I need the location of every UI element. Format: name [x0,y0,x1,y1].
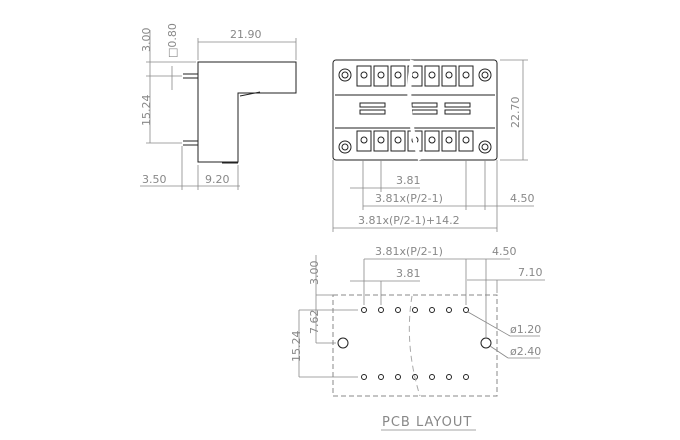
pcb-hole [378,307,384,313]
pcb-hole [361,374,367,380]
terminal-slot [390,65,406,87]
terminal-screw [462,71,470,79]
terminal-slot [458,130,474,152]
terminal-slot [458,65,474,87]
terminal-screw [394,136,402,144]
pcb-hole [412,307,418,313]
front-view: 22.70 3.81 3.81x(P/2-1) 4.50 3.81x(P/2-1… [332,59,535,232]
pcb-dim-3-00: 3.00 [308,261,321,286]
terminal-slot [390,130,406,152]
terminal-screw [394,71,402,79]
pcb-hole [463,307,469,313]
terminal-slot [424,130,440,152]
pcb-layout-title: PCB LAYOUT [382,415,472,430]
terminal-screw [445,71,453,79]
dim-3-81: 3.81 [396,174,421,187]
terminal-screw [462,136,470,144]
pcb-dim-span: 3.81x(P/2-1) [375,245,443,258]
terminal-screw [428,136,436,144]
pcb-hole [395,374,401,380]
terminal-slot [373,130,389,152]
dim-span: 3.81x(P/2-1) [375,192,443,205]
terminal-screw [428,71,436,79]
dim-4-50: 4.50 [510,192,535,205]
terminal-slot [407,130,423,152]
pcb-dim-7-10: 7.10 [518,266,543,279]
terminal-screw [360,71,368,79]
terminal-screw [377,136,385,144]
terminal-slot [356,130,372,152]
terminal-slot [441,65,457,87]
hole-1-20-label: ø1.20 [510,323,541,336]
pcb-dim-7-62: 7.62 [308,310,321,335]
terminal-slot [356,65,372,87]
side-view: 21.90 3.00 □0.80 15.24 3.50 9.20 [140,23,297,190]
pcb-hole [463,374,469,380]
pcb-hole [446,374,452,380]
pcb-hole [361,307,367,313]
dim-total: 3.81x(P/2-1)+14.2 [358,214,460,227]
dim-3-50: 3.50 [142,173,167,186]
pcb-hole [429,307,435,313]
pcb-layout: 3.81x(P/2-1) 4.50 3.81 7.10 3.00 7.62 15… [290,245,545,431]
terminal-screw [360,136,368,144]
dim-21-90: 21.90 [230,28,262,41]
pcb-dim-15-24: 15.24 [290,331,303,363]
pcb-dim-3-81: 3.81 [396,267,421,280]
dim-pin-size: □0.80 [166,23,179,58]
pcb-hole [446,307,452,313]
terminal-screw [377,71,385,79]
pcb-hole [378,374,384,380]
dim-9-20: 9.20 [205,173,230,186]
pcb-hole [395,307,401,313]
terminal-screw [445,136,453,144]
terminal-slot [441,130,457,152]
dim-22-70: 22.70 [509,97,522,129]
hole-2-40-label: ø2.40 [510,345,541,358]
pcb-hole [429,374,435,380]
dim-3-00: 3.00 [140,28,153,53]
terminal-screw [411,71,419,79]
terminal-slot [373,65,389,87]
terminal-slot [424,65,440,87]
pcb-dim-4-50: 4.50 [492,245,517,258]
terminal-slot [407,65,423,87]
dim-15-24: 15.24 [140,95,153,127]
